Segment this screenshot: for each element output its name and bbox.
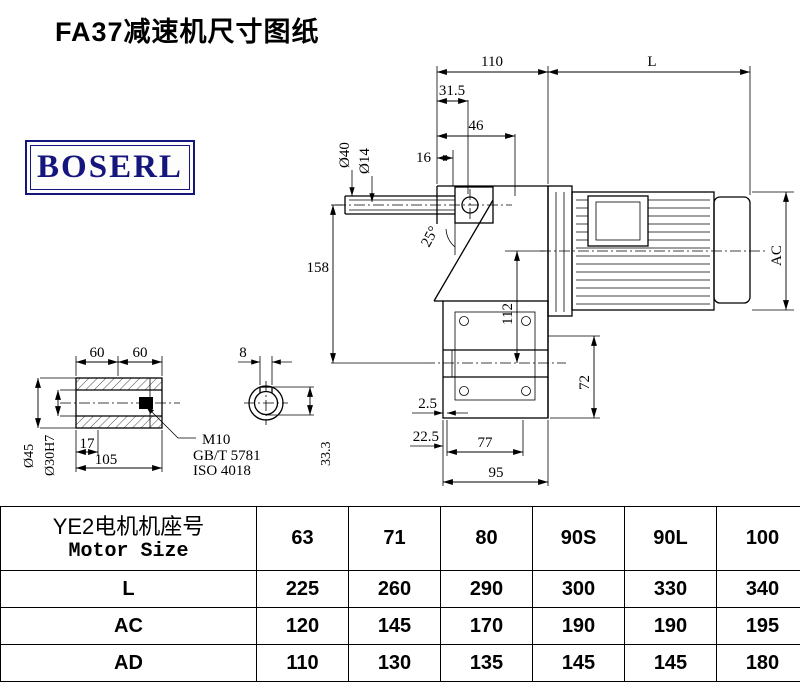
dim-60-left-label: 60 xyxy=(90,345,105,361)
table-cell: 300 xyxy=(532,570,625,608)
dim-105-label: 105 xyxy=(95,452,118,468)
boserl-logo: BOSERL xyxy=(25,140,195,195)
table-cell: 110 xyxy=(256,644,349,682)
table-cell: 135 xyxy=(440,644,533,682)
table-cell: 190 xyxy=(624,607,717,645)
row-label-AD: AD xyxy=(0,644,257,682)
dim-112-label: 112 xyxy=(500,303,516,325)
table-row-AD: AD 110 130 135 145 145 180 xyxy=(0,644,800,682)
dim-dia30h7-label: Ø30H7 xyxy=(43,435,58,476)
table-row-AC: AC 120 145 170 190 190 195 xyxy=(0,607,800,645)
boserl-logo-frame: BOSERL xyxy=(30,145,190,190)
motor-size-label-en: Motor Size xyxy=(68,540,189,564)
main-view-geometry xyxy=(335,185,768,419)
dim-46-label: 46 xyxy=(469,118,485,134)
dim-L-label: L xyxy=(647,54,656,70)
dim-22-5-label: 22.5 xyxy=(413,429,439,445)
dim-60-right-label: 60 xyxy=(133,345,148,361)
shaft-detail-geometry xyxy=(60,377,288,429)
table-cell: 145 xyxy=(348,607,441,645)
table-cell: 145 xyxy=(532,644,625,682)
technical-drawing-svg: 110 L 31.5 46 16 Ø40 Ø14 25° 158 xyxy=(22,54,794,486)
table-header-motor-size: YE2电机机座号 Motor Size xyxy=(0,506,257,571)
standard-gb-label: GB/T 5781 xyxy=(193,448,261,464)
dim-25deg-label: 25° xyxy=(418,224,442,250)
main-view-dimensions: 110 L 31.5 46 16 Ø40 Ø14 25° 158 xyxy=(307,54,794,486)
motor-size-table: YE2电机机座号 Motor Size 63 71 80 90S 90L 100… xyxy=(0,506,800,682)
shaft-detail-dimensions: 60 60 8 Ø45 Ø30H7 17 105 xyxy=(22,345,334,479)
row-label-AC: AC xyxy=(0,607,257,645)
dim-AC-label: AC xyxy=(769,245,785,266)
table-cell: 290 xyxy=(440,570,533,608)
motor-size-label-cn: YE2电机机座号 xyxy=(52,513,205,539)
motor-size-63: 63 xyxy=(256,506,349,571)
table-cell: 330 xyxy=(624,570,717,608)
row-label-L: L xyxy=(0,570,257,608)
dim-158-label: 158 xyxy=(307,260,330,276)
dim-31-5-label: 31.5 xyxy=(439,83,465,99)
dim-72-label: 72 xyxy=(577,375,593,390)
motor-size-90l: 90L xyxy=(624,506,717,571)
motor-size-90s: 90S xyxy=(532,506,625,571)
motor-size-100: 100 xyxy=(716,506,800,571)
table-cell: 340 xyxy=(716,570,800,608)
dim-16-label: 16 xyxy=(416,150,432,166)
table-cell: 225 xyxy=(256,570,349,608)
table-header-row: YE2电机机座号 Motor Size 63 71 80 90S 90L 100 xyxy=(0,506,800,571)
thread-spec-label: M10 xyxy=(202,432,230,448)
table-cell: 180 xyxy=(716,644,800,682)
dim-2-5-label: 2.5 xyxy=(418,396,437,412)
dim-8-label: 8 xyxy=(239,345,247,361)
table-cell: 145 xyxy=(624,644,717,682)
dim-77-label: 77 xyxy=(478,435,494,451)
table-row-L: L 225 260 290 300 330 340 xyxy=(0,570,800,608)
standard-iso-label: ISO 4018 xyxy=(193,463,251,479)
dim-dia40-label: Ø40 xyxy=(337,142,353,168)
table-cell: 195 xyxy=(716,607,800,645)
boserl-logo-text: BOSERL xyxy=(37,149,183,185)
dim-33-3-label: 33.3 xyxy=(319,442,334,467)
table-cell: 190 xyxy=(532,607,625,645)
page-title: FA37减速机尺寸图纸 xyxy=(55,17,320,47)
dim-17-label: 17 xyxy=(80,436,96,452)
motor-size-80: 80 xyxy=(440,506,533,571)
table-cell: 170 xyxy=(440,607,533,645)
table-cell: 130 xyxy=(348,644,441,682)
table-cell: 260 xyxy=(348,570,441,608)
table-cell: 120 xyxy=(256,607,349,645)
dim-dia14-label: Ø14 xyxy=(357,148,373,174)
dim-95-label: 95 xyxy=(489,465,504,481)
motor-size-71: 71 xyxy=(348,506,441,571)
dim-dia45-label: Ø45 xyxy=(22,444,37,468)
dim-110-label: 110 xyxy=(481,54,503,70)
